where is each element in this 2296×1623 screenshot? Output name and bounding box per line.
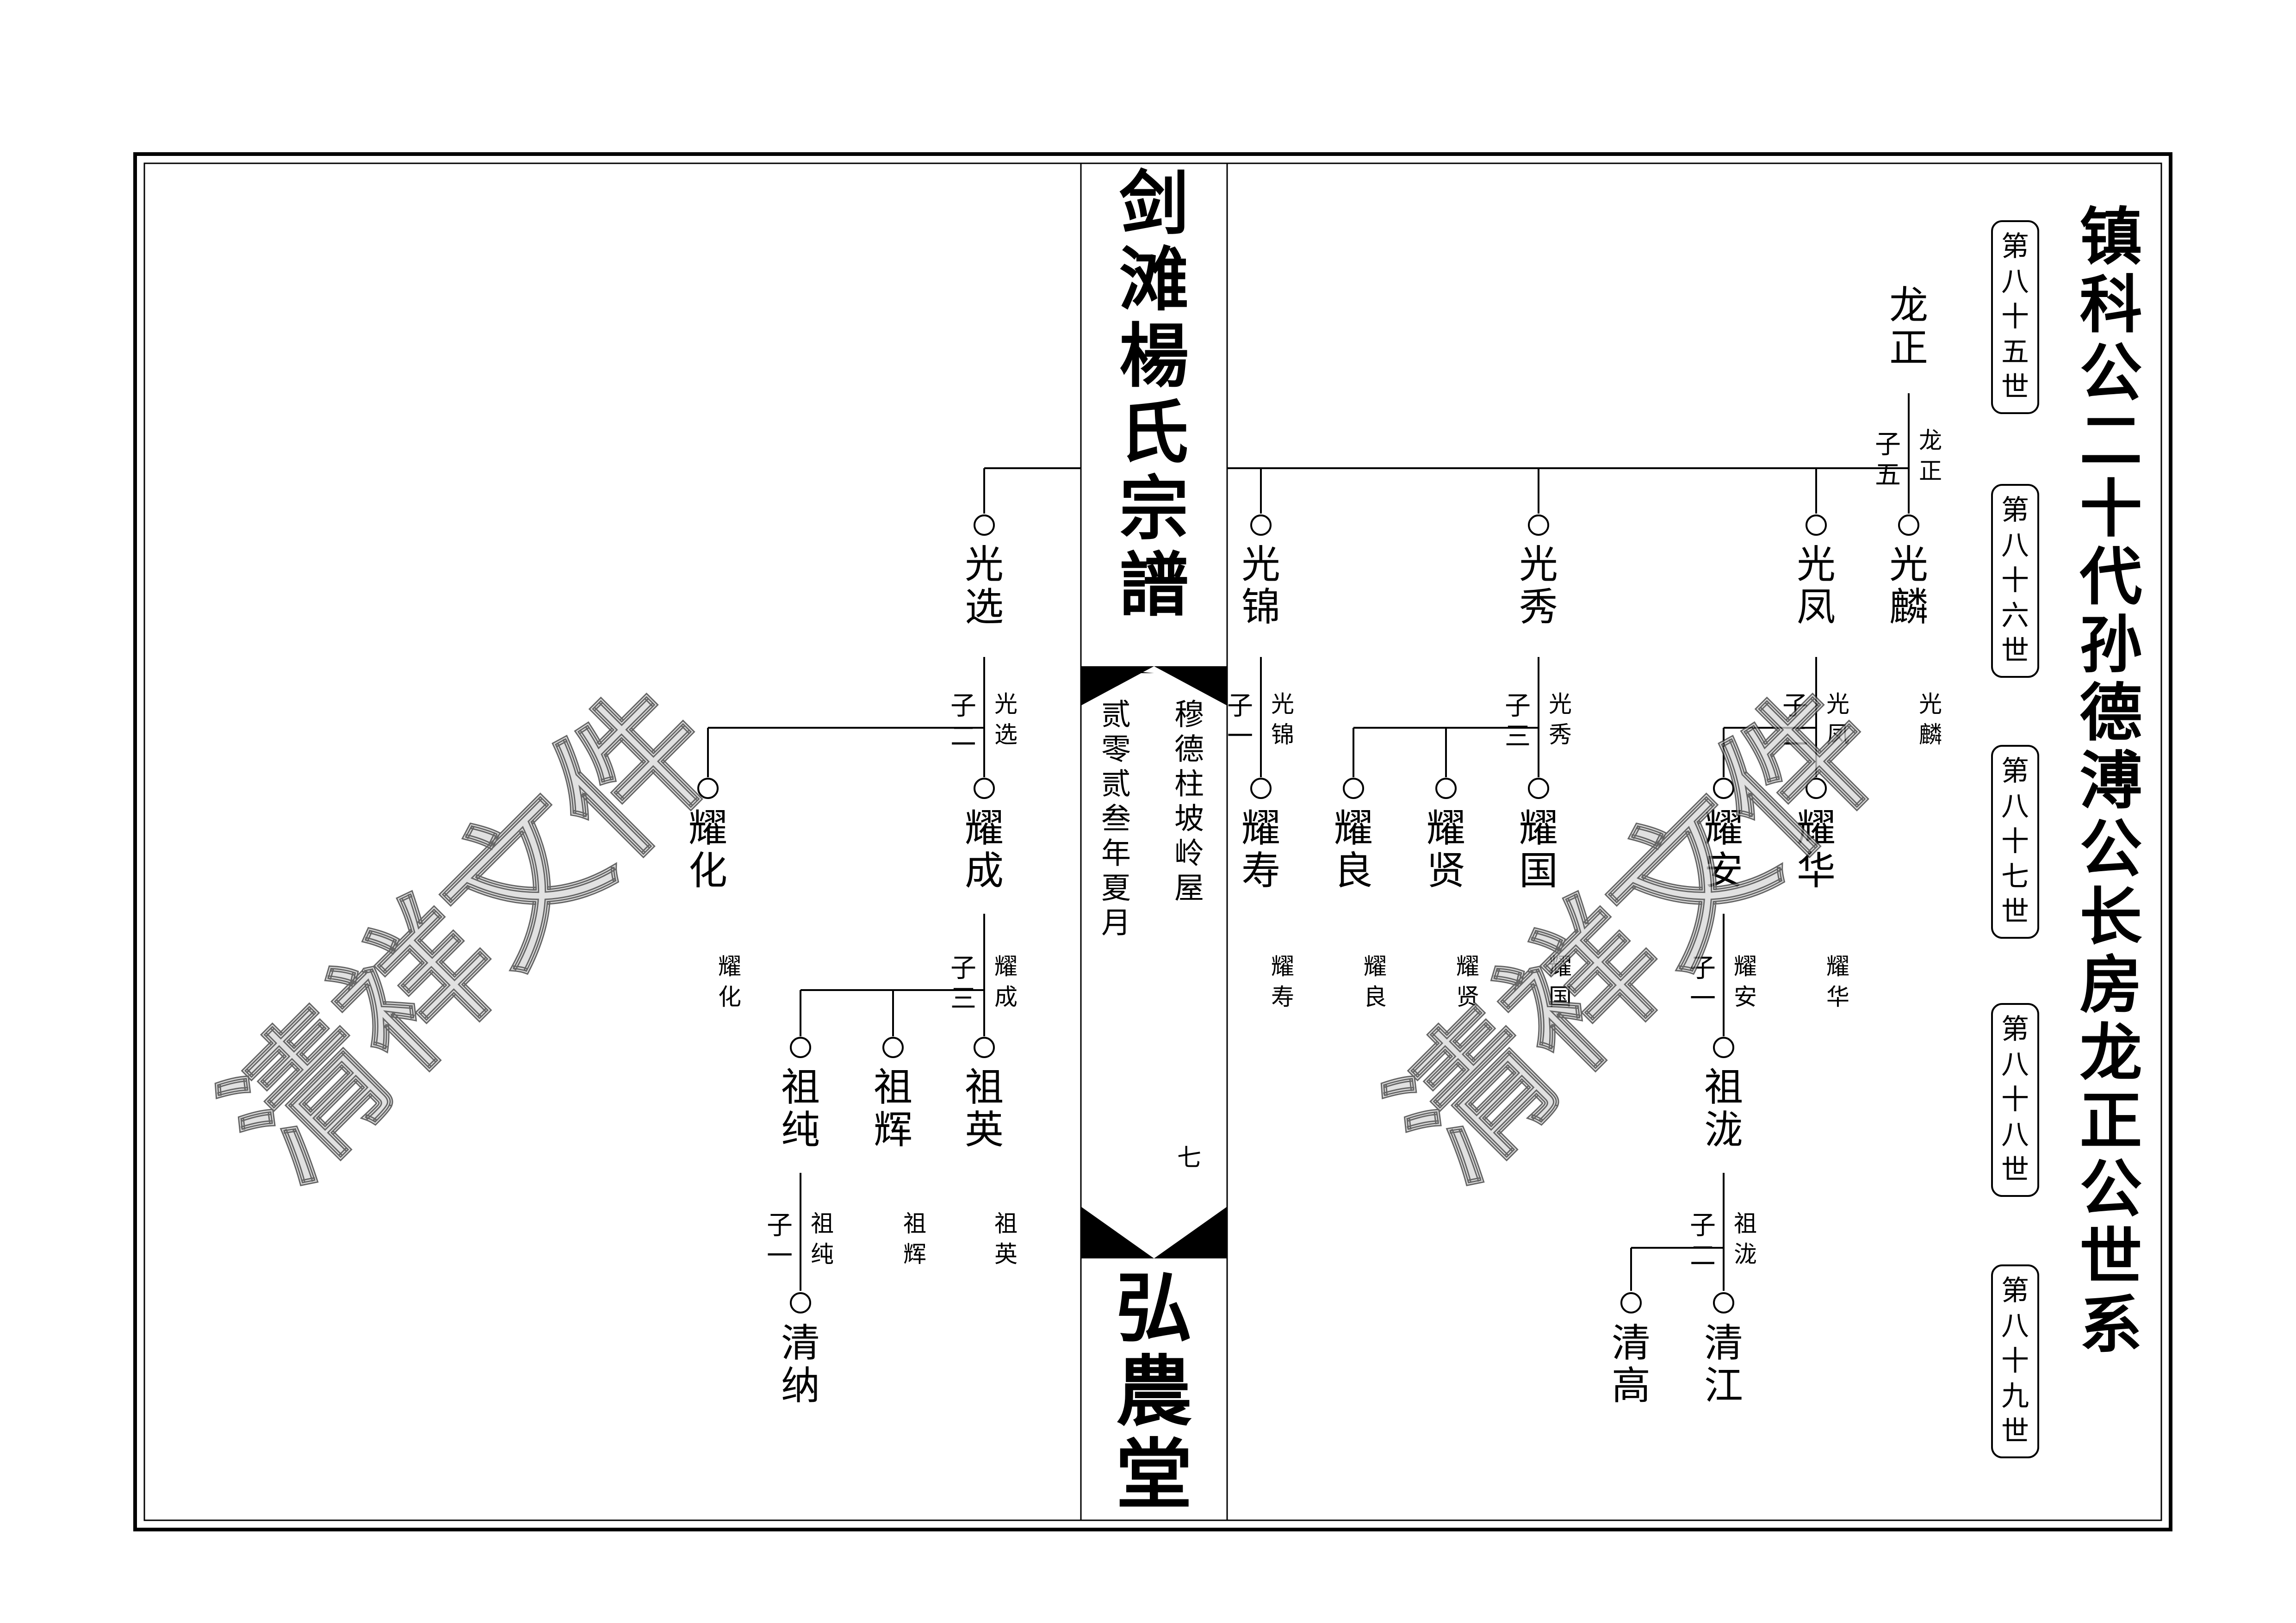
name-tag: 耀安 — [1734, 953, 1757, 1010]
person-name: 耀化 — [689, 805, 727, 893]
person-name: 祖泷 — [1704, 1065, 1743, 1152]
spine-date: 贰零贰叁年夏月 — [1101, 698, 1131, 940]
name-tag: 祖英 — [994, 1210, 1018, 1268]
person-name: 龙正 — [1889, 283, 1928, 371]
node-circle — [1435, 778, 1457, 799]
son-count: 子二 — [1782, 691, 1808, 751]
generation-box — [1991, 220, 2039, 414]
node-circle — [1806, 514, 1827, 536]
name-tag: 龙正 — [1919, 427, 1942, 484]
name-tag: 耀成 — [994, 953, 1018, 1010]
page-number: 七 — [1177, 1144, 1201, 1172]
node-circle — [1528, 514, 1549, 536]
generation-box — [1991, 745, 2039, 939]
person-name: 耀贤 — [1427, 805, 1465, 893]
lower-fishtail — [1081, 1207, 1154, 1258]
person-name: 光麟 — [1889, 542, 1928, 630]
name-tag: 耀国 — [1549, 953, 1572, 1010]
node-circle — [1806, 778, 1827, 799]
name-tag: 光选 — [994, 691, 1018, 748]
outer-border — [133, 152, 2172, 1531]
node-circle — [1250, 514, 1272, 536]
son-count: 子三 — [950, 953, 976, 1014]
node-circle — [697, 778, 719, 799]
son-count: 子三 — [1505, 691, 1531, 751]
name-tag: 祖泷 — [1734, 1210, 1757, 1268]
node-circle — [1250, 778, 1272, 799]
book-spine: 剑滩楊氏宗譜 穆德柱坡岭屋 贰零贰叁年夏月 七 弘農堂 — [1080, 163, 1228, 1520]
watermark-left: 清祥文件 — [193, 656, 751, 1213]
person-name: 光选 — [965, 542, 1004, 630]
generation-box — [1991, 1003, 2039, 1197]
son-count: 子二 — [950, 691, 976, 751]
node-circle — [1713, 1037, 1734, 1058]
name-tag: 祖辉 — [903, 1210, 926, 1268]
node-circle — [1713, 1292, 1734, 1313]
person-name: 祖英 — [965, 1065, 1004, 1152]
person-name: 耀国 — [1519, 805, 1558, 893]
son-counts: 子五 子二 子三 子一 子二 子一 子三 子二 子一 — [767, 429, 1901, 1271]
node-circle — [974, 514, 995, 536]
node-circle — [790, 1292, 811, 1313]
watermark-right: 清祥文件 — [1359, 656, 1917, 1213]
name-tag: 光麟 — [1919, 691, 1942, 748]
name-tag: 耀寿 — [1271, 953, 1294, 1010]
inner-border — [143, 162, 2162, 1521]
generation-box — [1991, 1264, 2039, 1458]
person-names: 龙正 光麟 光凤 光秀 光锦 光选 耀华 耀安 耀国 耀贤 耀良 耀寿 耀成 耀… — [689, 283, 1928, 1408]
tree-nodes — [697, 514, 1919, 1313]
person-name: 清江 — [1704, 1320, 1743, 1408]
node-circle — [1713, 778, 1734, 799]
node-circle — [974, 778, 995, 799]
node-circle — [974, 1037, 995, 1058]
name-tag: 光凤 — [1826, 691, 1849, 748]
person-name: 清高 — [1612, 1320, 1651, 1408]
person-name: 耀成 — [965, 805, 1004, 893]
name-tag: 耀化 — [718, 953, 741, 1010]
person-name: 光锦 — [1241, 542, 1280, 630]
person-name: 耀良 — [1334, 805, 1373, 893]
upper-fishtail — [1081, 666, 1154, 706]
person-name: 耀安 — [1704, 805, 1743, 893]
node-circle — [1343, 778, 1364, 799]
generation-label: 第八十六世 — [2001, 494, 2029, 667]
generation-label: 第八十七世 — [2001, 755, 2029, 928]
generation-column: 第八十五世 第八十六世 第八十七世 第八十八世 第八十九世 — [1991, 220, 2039, 1458]
name-tag: 祖纯 — [811, 1210, 834, 1268]
person-name: 光凤 — [1797, 542, 1836, 630]
spine-place: 穆德柱坡岭屋 — [1174, 698, 1204, 905]
node-circle — [1528, 778, 1549, 799]
person-name: 耀华 — [1797, 805, 1836, 893]
node-circle — [1898, 514, 1919, 536]
hall-name: 弘農堂 — [1116, 1264, 1192, 1519]
book-title: 剑滩楊氏宗譜 — [1119, 164, 1189, 626]
son-count: 子一 — [1227, 691, 1253, 751]
node-circle — [882, 1037, 904, 1058]
person-name: 光秀 — [1519, 542, 1558, 630]
node-circle — [1620, 1292, 1642, 1313]
name-tag: 耀良 — [1364, 953, 1387, 1010]
person-name: 清纳 — [781, 1320, 820, 1408]
son-count: 子一 — [767, 1210, 793, 1271]
son-count: 子五 — [1875, 429, 1901, 490]
page-title: 镇科公二十代孙德溥公长房龙正公世系 — [2079, 201, 2142, 1362]
generation-label: 第八十五世 — [2001, 230, 2029, 403]
tree-lines — [707, 393, 1910, 1291]
node-circle — [790, 1037, 811, 1058]
generation-label: 第八十八世 — [2001, 1013, 2029, 1186]
person-name: 祖辉 — [874, 1065, 912, 1152]
name-tags: 龙正 光麟 光凤 光秀 光锦 光选 耀华 耀安 耀国 耀贤 耀良 耀寿 耀成 耀… — [718, 427, 1942, 1268]
name-tag: 耀华 — [1826, 953, 1849, 1010]
person-name: 耀寿 — [1241, 805, 1280, 893]
name-tag: 耀贤 — [1456, 953, 1479, 1010]
generation-box — [1991, 484, 2039, 678]
person-name: 祖纯 — [781, 1065, 820, 1152]
name-tag: 光锦 — [1271, 691, 1294, 748]
generation-label: 第八十九世 — [2001, 1275, 2029, 1448]
son-count: 子二 — [1690, 1210, 1716, 1271]
name-tag: 光秀 — [1549, 691, 1572, 748]
son-count: 子一 — [1690, 953, 1716, 1014]
